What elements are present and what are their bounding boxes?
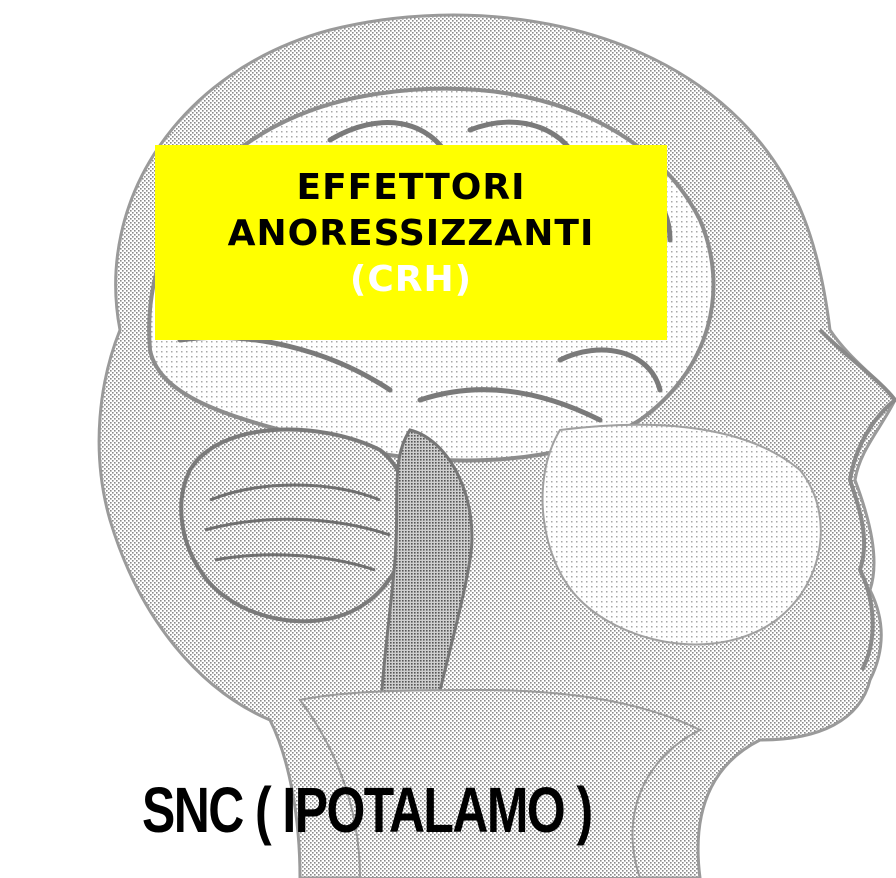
snc-ipotalamo-title: SNC ( IPOTALAMO ) [142, 770, 592, 850]
label-line-anoressizzanti: ANORESSIZZANTI [155, 211, 667, 257]
label-line-effettori: EFFETTORI [155, 165, 667, 211]
label-line-crh: (CRH) [155, 257, 667, 303]
effector-label-box: EFFETTORI ANORESSIZZANTI (CRH) [155, 145, 667, 340]
